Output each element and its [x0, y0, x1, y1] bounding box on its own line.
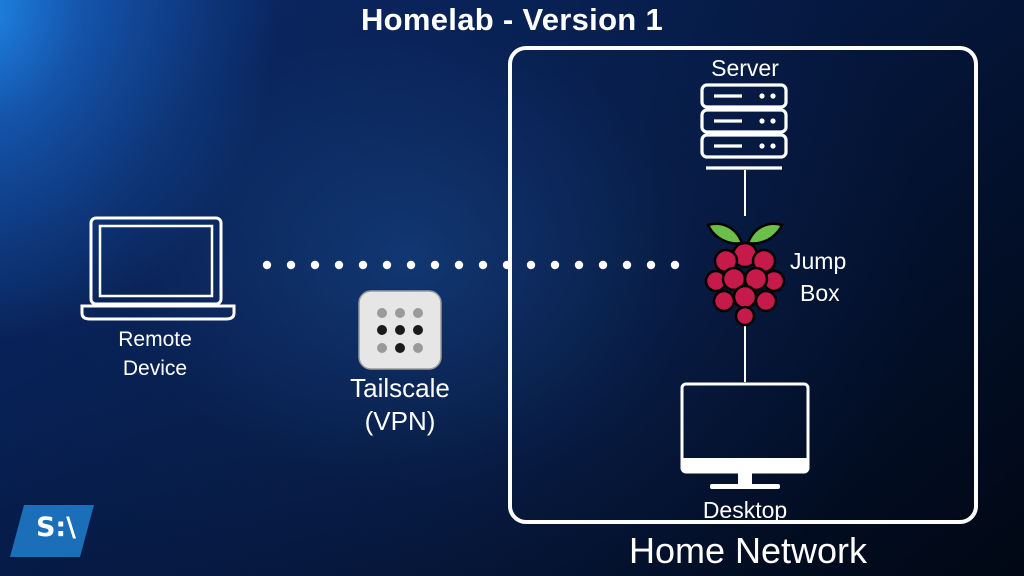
desktop-monitor-icon: [680, 382, 810, 489]
vpn-dotted-connection: [262, 260, 680, 270]
jump-box-label-line1: Jump: [790, 248, 847, 274]
remote-device-label-line2: Device: [122, 357, 188, 380]
tailscale-label-line1: Tailscale: [350, 373, 450, 403]
server-icon: [700, 83, 788, 170]
remote-device-label-line1: Remote: [118, 328, 192, 351]
home-network-label: Home Network: [628, 530, 868, 571]
brand-logo-badge: [10, 505, 94, 557]
desktop-label: Desktop: [702, 497, 788, 523]
server-label: Server: [711, 55, 779, 81]
jump-box-label-line2: Box: [800, 280, 840, 306]
tailscale-label-line2: (VPN): [364, 406, 436, 436]
diagram-title: Homelab - Version 1: [360, 2, 664, 37]
tailscale-icon: [358, 290, 442, 370]
home-network-boundary: [508, 46, 978, 524]
laptop-icon: [80, 216, 236, 321]
brand-logo-text: S:\: [35, 512, 77, 543]
raspberry-pi-icon: [704, 222, 786, 327]
